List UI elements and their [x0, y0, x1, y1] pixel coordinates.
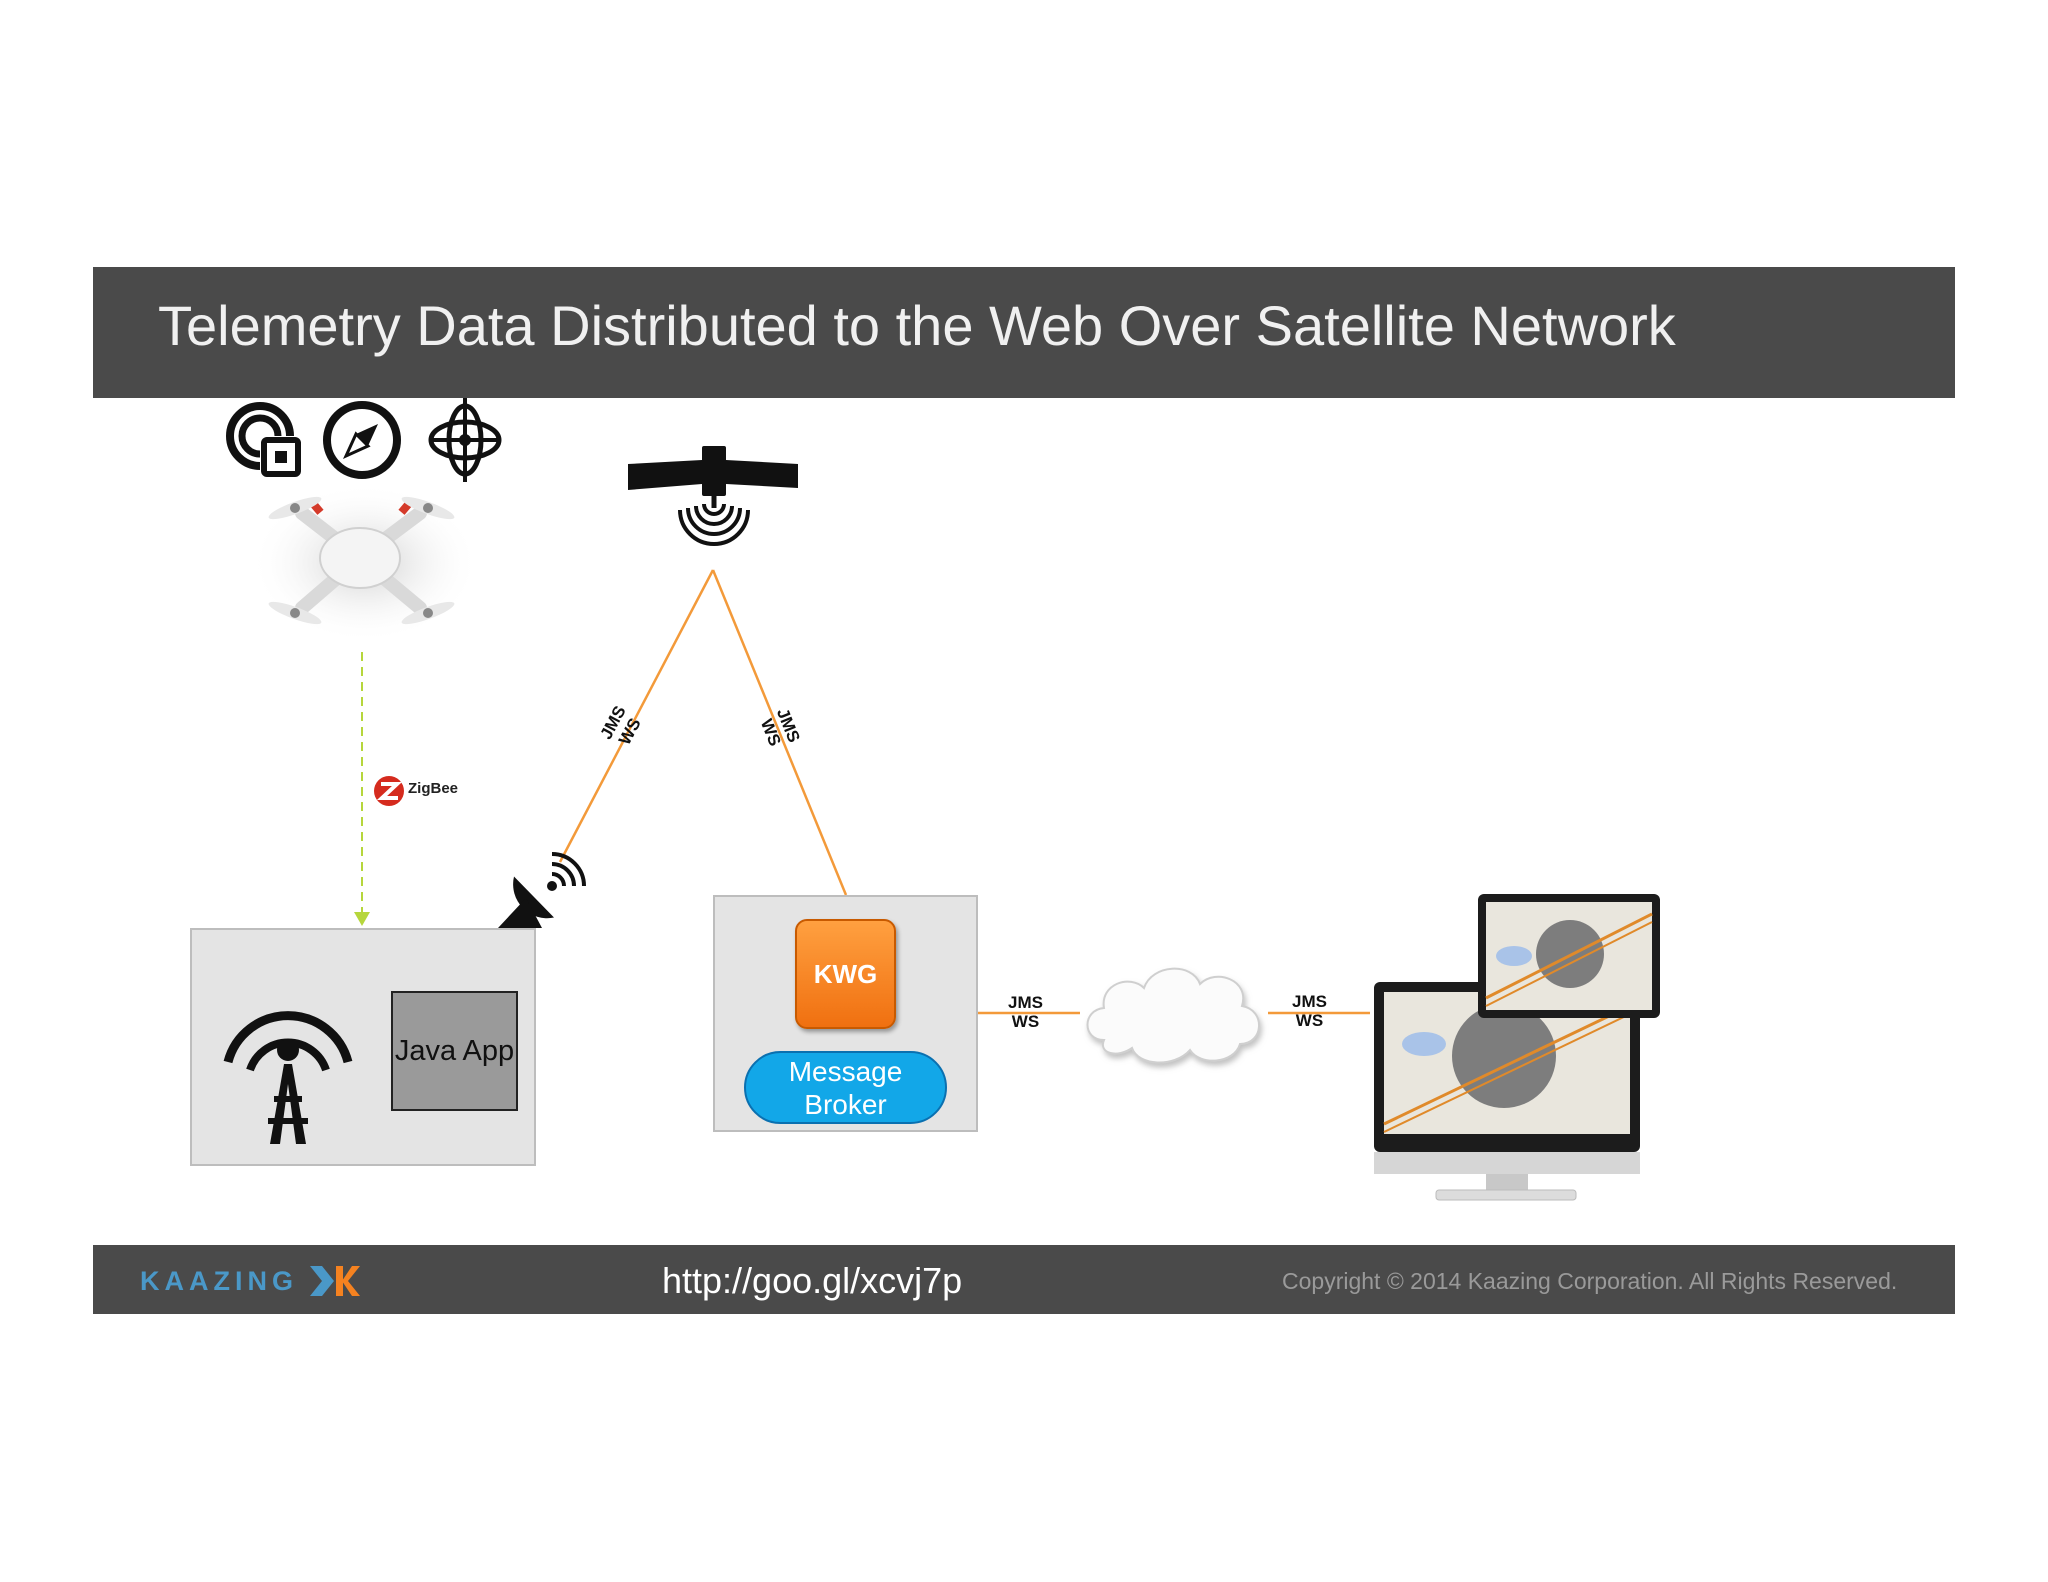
kaazing-logo-icon [310, 1266, 360, 1296]
title-bar [93, 267, 1955, 398]
cloud-display-jms-label: JMS [1292, 992, 1327, 1011]
rfid-icon [226, 402, 301, 477]
radio-tower-icon [223, 1011, 353, 1144]
footer-url-link[interactable]: http://goo.gl/xcvj7p [662, 1260, 963, 1301]
message-broker-box: Message Broker [744, 1051, 947, 1124]
cloud-display-ws-label: WS [1295, 1011, 1324, 1030]
kaazing-brand: KAAZING [140, 1266, 298, 1296]
zigbee-arrowhead [354, 912, 370, 926]
compass-icon [323, 401, 401, 479]
cloud-display-label: JMS WS [1292, 992, 1327, 1030]
computer-displays-image [1374, 894, 1660, 1201]
cloud-icon [1086, 967, 1260, 1064]
gateway-cloud-ws-label: WS [1011, 1012, 1040, 1031]
zigbee-logo-icon [374, 776, 404, 806]
java-app-box: Java App [391, 991, 518, 1111]
copyright-text: Copyright © 2014 Kaazing Corporation. Al… [1282, 1268, 1898, 1294]
drone-image [250, 483, 480, 643]
kwg-button: KWG [795, 919, 896, 1029]
satellite-dish-icon [498, 852, 586, 928]
gateway-cloud-jms-label: JMS [1008, 993, 1043, 1012]
downlink-line [711, 569, 848, 896]
zigbee-label: ZigBee [408, 780, 459, 797]
footer-bar [93, 1245, 1955, 1314]
gateway-cloud-label: JMS WS [1008, 993, 1043, 1031]
gyroscope-icon [428, 398, 502, 482]
slide-title: Telemetry Data Distributed to the Web Ov… [158, 294, 1676, 357]
uplink-line [558, 569, 715, 863]
satellite-icon [628, 446, 798, 546]
